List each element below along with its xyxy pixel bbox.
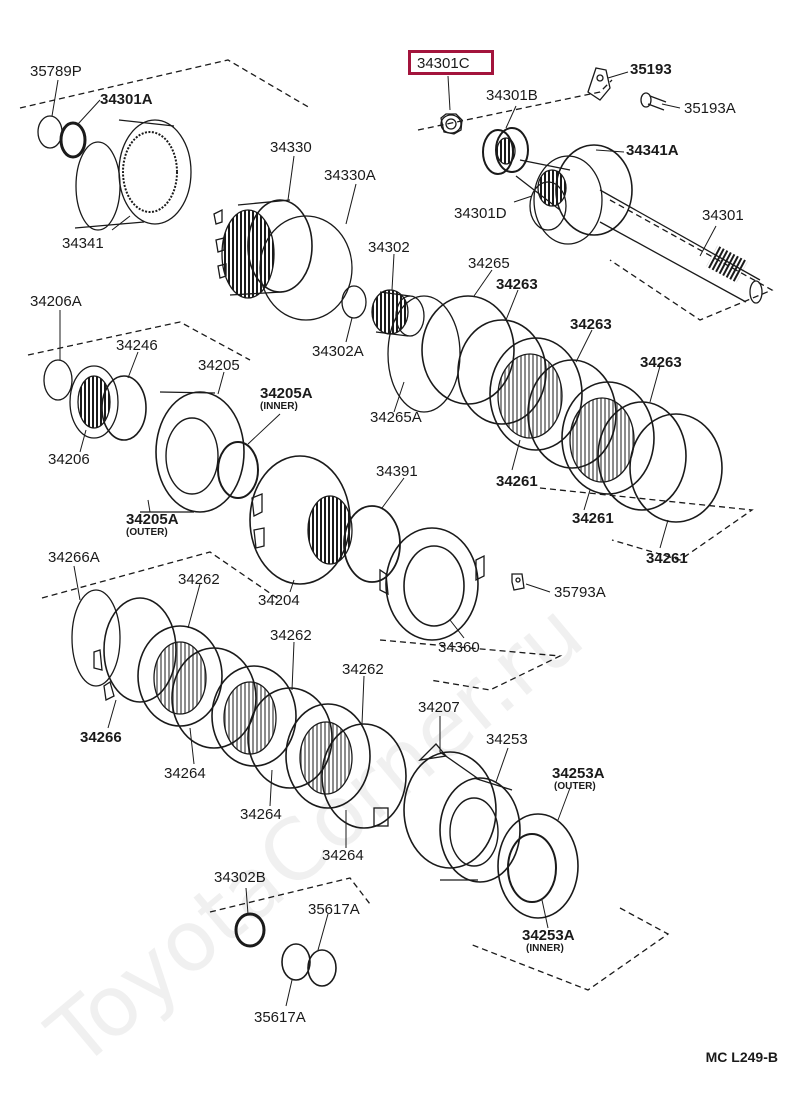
label-34265[interactable]: 34265 [468, 255, 510, 272]
label-34205a-outer[interactable]: 34205A [126, 511, 179, 528]
label-34262-mid[interactable]: 34262 [270, 627, 312, 644]
label-35193a[interactable]: 35193A [684, 100, 736, 117]
label-34261-right[interactable]: 34261 [646, 550, 688, 567]
label-34264-left[interactable]: 34264 [164, 765, 206, 782]
group-boundary-f [41, 551, 281, 601]
highlight-box-34301c [408, 50, 494, 75]
label-35793a[interactable]: 35793A [554, 584, 606, 601]
label-34330[interactable]: 34330 [270, 139, 312, 156]
label-34205a-inner[interactable]: 34205A [260, 385, 313, 402]
label-34253a-inner[interactable]: 34253A [522, 927, 575, 944]
one-way-clutch-34206 [69, 365, 119, 439]
o-ring-34205a-inner [217, 441, 259, 499]
drum-34341 [74, 119, 192, 231]
label-34266a[interactable]: 34266A [48, 549, 100, 566]
group-boundary-c [609, 199, 774, 321]
label-34391[interactable]: 34391 [376, 463, 418, 480]
thrust-washer-34341a [555, 144, 633, 236]
label-34266[interactable]: 34266 [80, 729, 122, 746]
group-boundary-h [469, 907, 670, 991]
clip-35793a [511, 573, 525, 591]
sublabel-outer-34205a: (OUTER) [126, 527, 168, 538]
label-34207[interactable]: 34207 [418, 699, 460, 716]
group-boundary-a [19, 59, 311, 109]
label-34262-right[interactable]: 34262 [342, 661, 384, 678]
retainer-34246 [101, 375, 147, 441]
o-ring-35617a-right [307, 949, 337, 987]
nut-34301c [440, 113, 463, 135]
label-34302[interactable]: 34302 [368, 239, 410, 256]
sublabel-inner-34205a: (INNER) [260, 401, 298, 412]
label-34341a[interactable]: 34341A [626, 142, 679, 159]
sublabel-outer-34253a: (OUTER) [554, 781, 596, 792]
brake-hub-34360 [379, 527, 485, 641]
label-34263-top[interactable]: 34263 [496, 276, 538, 293]
label-35617a-bottom[interactable]: 35617A [254, 1009, 306, 1026]
brake-discs-34262-34264 [137, 625, 407, 829]
label-34206a[interactable]: 34206A [30, 293, 82, 310]
label-34301c[interactable]: 34301C [417, 55, 470, 72]
label-34330a[interactable]: 34330A [324, 167, 376, 184]
label-34263-mid[interactable]: 34263 [570, 316, 612, 333]
label-34264-mid[interactable]: 34264 [240, 806, 282, 823]
piston-34205 [140, 391, 245, 513]
bearing-34301b [482, 127, 529, 175]
group-boundary-b [417, 79, 613, 131]
group-boundary-i [209, 877, 371, 913]
label-34261-mid[interactable]: 34261 [572, 510, 614, 527]
seal-ring-34302a [341, 285, 367, 319]
label-34204[interactable]: 34204 [258, 592, 300, 609]
sublabel-inner-34253a: (INNER) [526, 943, 564, 954]
label-34261-left[interactable]: 34261 [496, 473, 538, 490]
label-35789p[interactable]: 35789P [30, 63, 82, 80]
diagram-reference-code: MC L249-B [705, 1049, 778, 1065]
label-34253a-outer[interactable]: 34253A [552, 765, 605, 782]
label-34360[interactable]: 34360 [438, 639, 480, 656]
bolt-35193a [640, 92, 667, 111]
snap-ring-34391 [343, 505, 401, 583]
output-shaft-34301 [515, 155, 763, 304]
clutch-drum-34204 [249, 455, 353, 585]
piston-34253 [439, 777, 521, 883]
snap-ring-34206a [43, 359, 73, 401]
group-boundary-d [27, 321, 251, 361]
label-34263-right[interactable]: 34263 [640, 354, 682, 371]
o-ring-34253a-inner [507, 833, 557, 903]
brake-piston-34207 [373, 743, 497, 869]
label-34301a[interactable]: 34301A [100, 91, 153, 108]
thrust-race-34301d [529, 181, 567, 231]
label-34302a[interactable]: 34302A [312, 343, 364, 360]
label-34301d[interactable]: 34301D [454, 205, 507, 222]
snap-ring-34266a [71, 589, 121, 687]
label-34253[interactable]: 34253 [486, 731, 528, 748]
leader-lines [51, 71, 717, 1007]
label-34264-right[interactable]: 34264 [322, 847, 364, 864]
label-34262-left[interactable]: 34262 [178, 571, 220, 588]
seal-ring-34302b [234, 912, 266, 948]
label-34246[interactable]: 34246 [116, 337, 158, 354]
label-34265a[interactable]: 34265A [370, 409, 422, 426]
bracket-35193 [587, 67, 611, 101]
label-34341[interactable]: 34341 [62, 235, 104, 252]
label-34301[interactable]: 34301 [702, 207, 744, 224]
label-34205[interactable]: 34205 [198, 357, 240, 374]
label-34206[interactable]: 34206 [48, 451, 90, 468]
label-34302b[interactable]: 34302B [214, 869, 266, 886]
o-ring-34253a-outer [497, 813, 579, 919]
label-35193[interactable]: 35193 [630, 61, 672, 78]
seal-ring-34301a [59, 121, 87, 159]
o-ring-35617a-left [281, 943, 311, 981]
snap-ring-35789p [37, 115, 63, 149]
label-35617a-top[interactable]: 35617A [308, 901, 360, 918]
clutch-discs-34263-34261 [457, 319, 723, 523]
group-boundary-g [379, 639, 563, 691]
label-34301b[interactable]: 34301B [486, 87, 538, 104]
snap-ring-34330a [259, 215, 353, 321]
